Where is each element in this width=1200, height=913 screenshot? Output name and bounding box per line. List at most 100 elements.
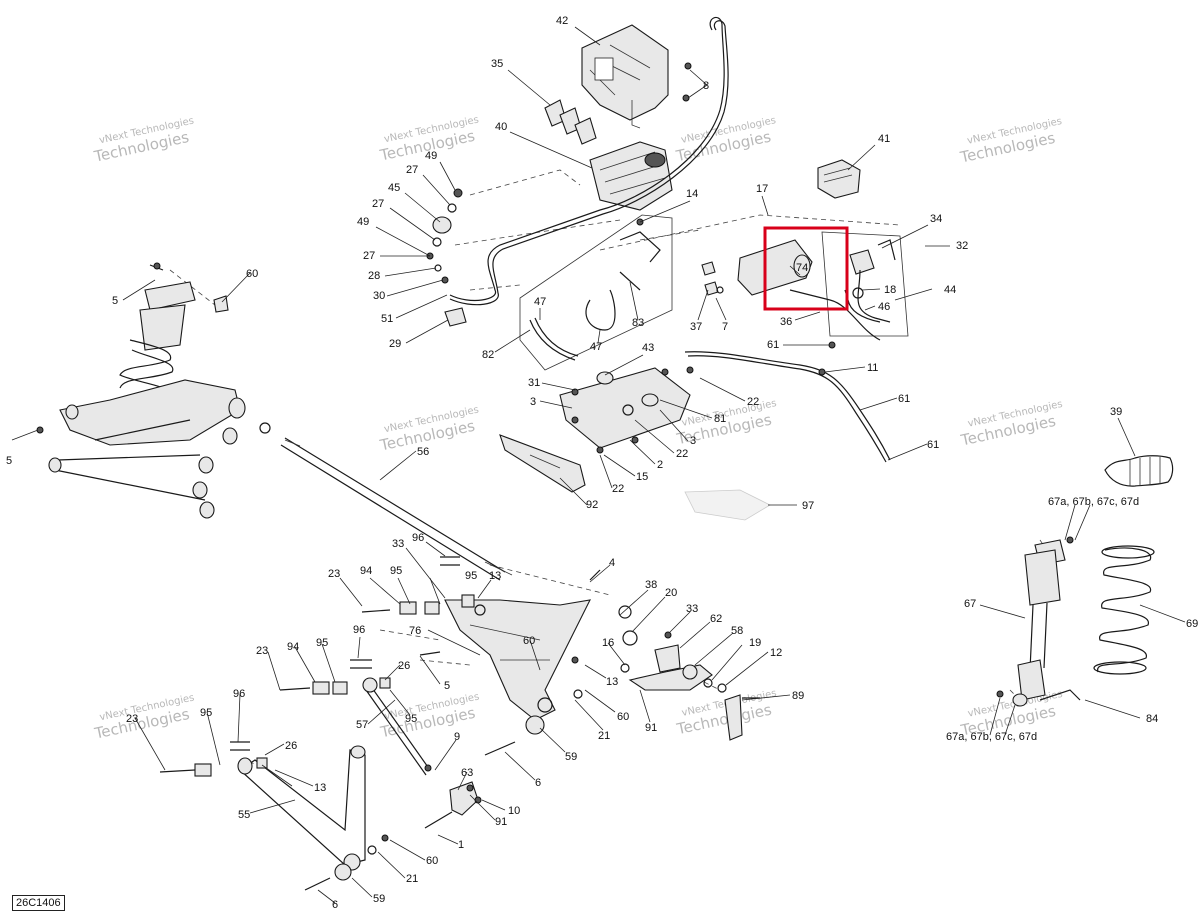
callout-label: 5 — [444, 680, 450, 692]
callout-label: 69 — [1186, 618, 1198, 630]
callout-label: 97 — [802, 500, 814, 512]
callout-label: 28 — [368, 270, 380, 282]
callout-labels: 42 35 8 40 49 27 45 27 49 27 28 30 51 29… — [6, 15, 1198, 911]
callout-label: 96 — [353, 624, 365, 636]
callout-label: 8 — [703, 80, 709, 92]
callout-label: 23 — [328, 568, 340, 580]
callout-label: 12 — [770, 647, 782, 659]
callout-label: 9 — [454, 731, 460, 743]
callout-label: 23 — [256, 645, 268, 657]
callout-label: 23 — [126, 713, 138, 725]
callout-label: 95 — [465, 570, 477, 582]
air-hose-61 — [684, 341, 891, 463]
callout-label: 96 — [412, 532, 424, 544]
callout-label: 43 — [642, 342, 654, 354]
callout-label: 26 — [285, 740, 297, 752]
callout-label: 35 — [491, 58, 503, 70]
valve-subassembly-box — [821, 231, 909, 337]
air-tank-74 — [737, 239, 881, 341]
highlight-box — [763, 226, 849, 311]
callout-label: 17 — [756, 183, 768, 195]
callout-label: 2 — [657, 459, 663, 471]
callout-label: 5 — [6, 455, 12, 467]
callout-label: 22 — [747, 396, 759, 408]
callout-label: 67 — [964, 598, 976, 610]
callout-label: 13 — [314, 782, 326, 794]
callout-label: 49 — [425, 150, 437, 162]
callout-label: 60 — [246, 268, 258, 280]
callout-label: 44 — [944, 284, 956, 296]
mounting-plate-43 — [559, 366, 694, 454]
callout-label: 56 — [417, 446, 429, 458]
callout-label: 61 — [927, 439, 939, 451]
callout-label: 18 — [884, 284, 896, 296]
label-97 — [684, 489, 771, 521]
rear-suspension-assembly — [36, 262, 271, 519]
callout-label: 7 — [722, 321, 728, 333]
callout-label: 59 — [373, 893, 385, 905]
callout-label: 13 — [489, 570, 501, 582]
callout-label: 31 — [528, 377, 540, 389]
lower-arm-55 — [237, 677, 431, 871]
callout-label: 61 — [767, 339, 779, 351]
callout-label: 11 — [867, 362, 878, 374]
callout-label: 37 — [690, 321, 702, 333]
callout-label: 41 — [878, 133, 890, 145]
air-line-tube — [449, 16, 729, 306]
callout-label: 32 — [956, 240, 968, 252]
callout-label: 38 — [645, 579, 657, 591]
callout-label: 3 — [690, 435, 696, 447]
callout-label: 74 — [796, 262, 808, 274]
callout-label: 6 — [332, 899, 338, 911]
bolts-bushings — [159, 556, 583, 891]
callout-label: 45 — [388, 182, 400, 194]
callout-label: 59 — [565, 751, 577, 763]
callout-label: 27 — [406, 164, 418, 176]
shock-absorber-67 — [996, 536, 1081, 707]
callout-label: 21 — [406, 873, 418, 885]
callout-label: 94 — [287, 641, 299, 653]
coil-spring-69 — [1093, 545, 1155, 675]
callout-label: 6 — [535, 777, 541, 789]
compressor-40 — [589, 141, 673, 211]
callout-label: 55 — [238, 809, 250, 821]
callout-label: 83 — [632, 317, 644, 329]
callout-label: 95 — [390, 565, 402, 577]
callout-label: 36 — [780, 316, 792, 328]
callout-label: 39 — [1110, 406, 1122, 418]
callout-label: 95 — [405, 713, 417, 725]
callout-label: 14 — [686, 188, 698, 200]
callout-label: 61 — [898, 393, 910, 405]
callout-label: 40 — [495, 121, 507, 133]
bell-crank-assembly — [618, 605, 760, 741]
drive-shaft-56 — [280, 437, 513, 581]
trailing-arm-76 — [444, 569, 601, 721]
callout-label: 67a, 67b, 67c, 67d — [1048, 496, 1139, 508]
callout-label: 5 — [112, 295, 118, 307]
mounting-bracket-42 — [581, 24, 692, 129]
callout-label: 81 — [714, 413, 726, 425]
callout-label: 92 — [586, 499, 598, 511]
callout-label: 42 — [556, 15, 568, 27]
callout-label: 57 — [356, 719, 368, 731]
callout-label: 46 — [878, 301, 890, 313]
callout-label: 67a, 67b, 67c, 67d — [946, 731, 1037, 743]
callout-label: 62 — [710, 613, 722, 625]
callout-label: 27 — [363, 250, 375, 262]
callout-label: 47 — [534, 296, 546, 308]
callout-label: 60 — [523, 635, 535, 647]
drawing-code-label: 26C1406 — [12, 895, 65, 911]
callout-label: 63 — [461, 767, 473, 779]
callout-label: 1 — [458, 839, 464, 851]
callout-label: 16 — [602, 637, 614, 649]
callout-label: 27 — [372, 198, 384, 210]
callout-label: 89 — [792, 690, 804, 702]
callout-label: 47 — [590, 341, 602, 353]
callout-label: 3 — [530, 396, 536, 408]
callout-label: 96 — [233, 688, 245, 700]
callout-label: 58 — [731, 625, 743, 637]
callout-label: 91 — [645, 722, 657, 734]
callout-label: 95 — [200, 707, 212, 719]
leader-lines — [11, 26, 1186, 904]
